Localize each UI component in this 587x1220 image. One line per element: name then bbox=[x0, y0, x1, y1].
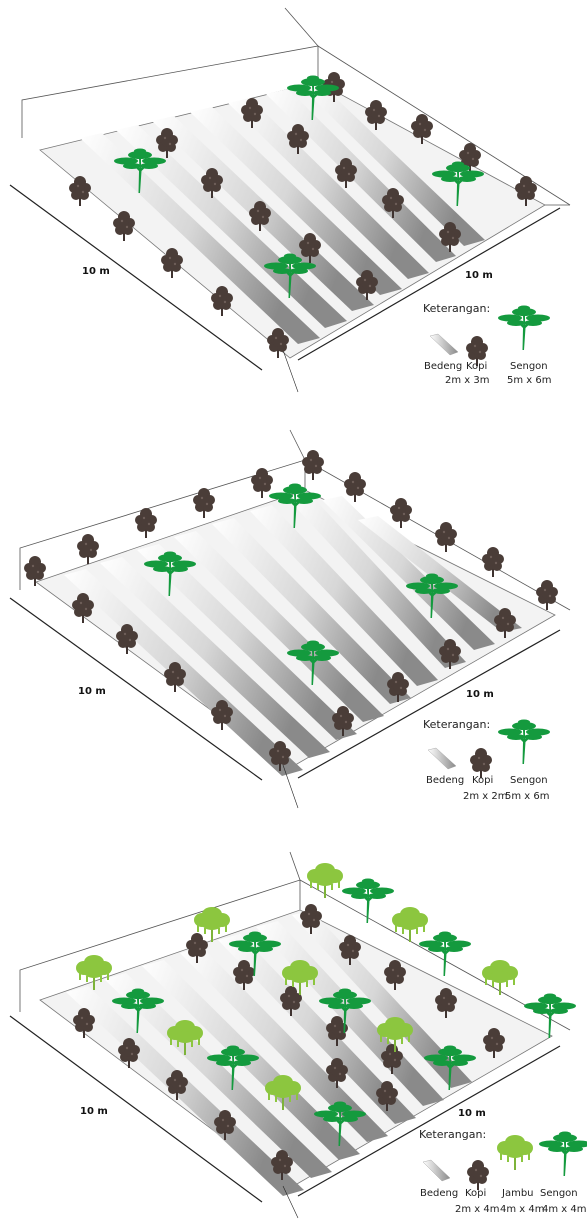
legend: Keterangan: Bedeng Kopi Sengon 2m x 2m 5… bbox=[423, 718, 550, 802]
dimension-lines bbox=[9, 184, 561, 393]
dimension-label-left: 10 m bbox=[80, 1106, 108, 1117]
legend-label-kopi: Kopi bbox=[465, 1188, 486, 1199]
jambu-tree bbox=[306, 862, 344, 899]
bedeng bbox=[100, 557, 330, 758]
bedeng bbox=[137, 544, 357, 740]
legend-label-kopi: Kopi bbox=[472, 775, 493, 786]
kopi-tree bbox=[435, 522, 457, 552]
legend-label-kopi: Kopi bbox=[466, 361, 487, 372]
bedeng bbox=[250, 505, 438, 686]
sengon-tree bbox=[342, 878, 394, 923]
jambu-tree bbox=[391, 906, 429, 943]
dimension-lines bbox=[9, 597, 561, 809]
legend-spacing-jambu: 4m x 4m bbox=[500, 1204, 544, 1215]
guava-tree-icon bbox=[496, 1134, 534, 1171]
legend-spacing-kopi: 2m x 4m bbox=[455, 1204, 499, 1215]
sengon-tree bbox=[419, 931, 471, 976]
kopi-tree bbox=[482, 547, 504, 577]
legend-spacing-kopi: 2m x 2m bbox=[463, 791, 507, 802]
legend-label-bedeng: Bedeng bbox=[420, 1188, 458, 1199]
raised-bed-icon bbox=[427, 747, 457, 770]
kopi-tree bbox=[536, 580, 558, 610]
jambu-tree bbox=[481, 959, 519, 996]
sengon-tree-icon bbox=[498, 719, 550, 764]
legend-label-sengon: Sengon bbox=[510, 775, 548, 786]
kopi-tree bbox=[251, 468, 273, 498]
bedeng bbox=[292, 911, 472, 1088]
legend-label-sengon: Sengon bbox=[510, 361, 548, 372]
kopi-tree bbox=[390, 498, 412, 528]
legend-title: Keterangan: bbox=[423, 302, 490, 315]
dimension-lines bbox=[9, 1015, 561, 1219]
bedeng bbox=[180, 947, 388, 1142]
bedeng bbox=[104, 973, 332, 1178]
dimension-label-left: 10 m bbox=[82, 266, 110, 277]
legend-spacing-sengon: 4m x 4m bbox=[542, 1204, 586, 1215]
kopi-tree bbox=[344, 472, 366, 502]
dimension-label-right: 10 m bbox=[466, 689, 494, 700]
dimension-label-right: 10 m bbox=[465, 270, 493, 281]
bedeng bbox=[212, 518, 411, 704]
legend-spacing-sengon: 5m x 6m bbox=[505, 791, 549, 802]
raised-bed-icon bbox=[422, 1159, 451, 1182]
legend-spacing-sengon: 5m x 6m bbox=[507, 375, 551, 386]
dimension-label-right: 10 m bbox=[458, 1108, 486, 1119]
bedeng bbox=[218, 934, 416, 1124]
dimension-label-left: 10 m bbox=[78, 686, 106, 697]
legend-label-bedeng: Bedeng bbox=[426, 775, 464, 786]
bedeng bbox=[174, 531, 384, 722]
planting-beds bbox=[64, 492, 522, 776]
legend-title: Keterangan: bbox=[423, 718, 490, 731]
coffee-tree-icon bbox=[470, 748, 492, 778]
legend-label-bedeng: Bedeng bbox=[424, 361, 462, 372]
sengon-tree-icon bbox=[539, 1131, 587, 1176]
bedeng bbox=[300, 83, 485, 246]
legend-title: Keterangan: bbox=[419, 1128, 486, 1141]
bedeng bbox=[228, 98, 429, 279]
legend-label-sengon: Sengon bbox=[540, 1188, 578, 1199]
panel-3: 10 m 10 m bbox=[9, 851, 587, 1219]
bedeng bbox=[266, 89, 456, 262]
bedeng bbox=[322, 496, 495, 650]
legend: Keterangan: Bedeng Kopi Jambu Sengon 2m … bbox=[419, 1128, 587, 1215]
kopi-tree bbox=[135, 508, 157, 538]
legend: Keterangan: Bedeng Kopi Sengon 2m x 3m 5… bbox=[423, 302, 551, 386]
coffee-tree-icon bbox=[467, 1160, 489, 1190]
bedeng bbox=[287, 492, 466, 668]
legend-label-jambu: Jambu bbox=[501, 1188, 534, 1199]
kopi-tree bbox=[77, 534, 99, 564]
bedeng bbox=[358, 516, 522, 632]
legend-spacing-kopi: 2m x 3m bbox=[445, 375, 489, 386]
panel-2: 10 m 10 m bbox=[9, 429, 571, 809]
kopi-tree bbox=[193, 488, 215, 518]
sengon-tree-icon bbox=[498, 305, 550, 350]
bedeng bbox=[190, 107, 402, 295]
panel-1: 10 m 10 m bbox=[9, 7, 571, 393]
raised-bed-icon bbox=[429, 333, 459, 356]
